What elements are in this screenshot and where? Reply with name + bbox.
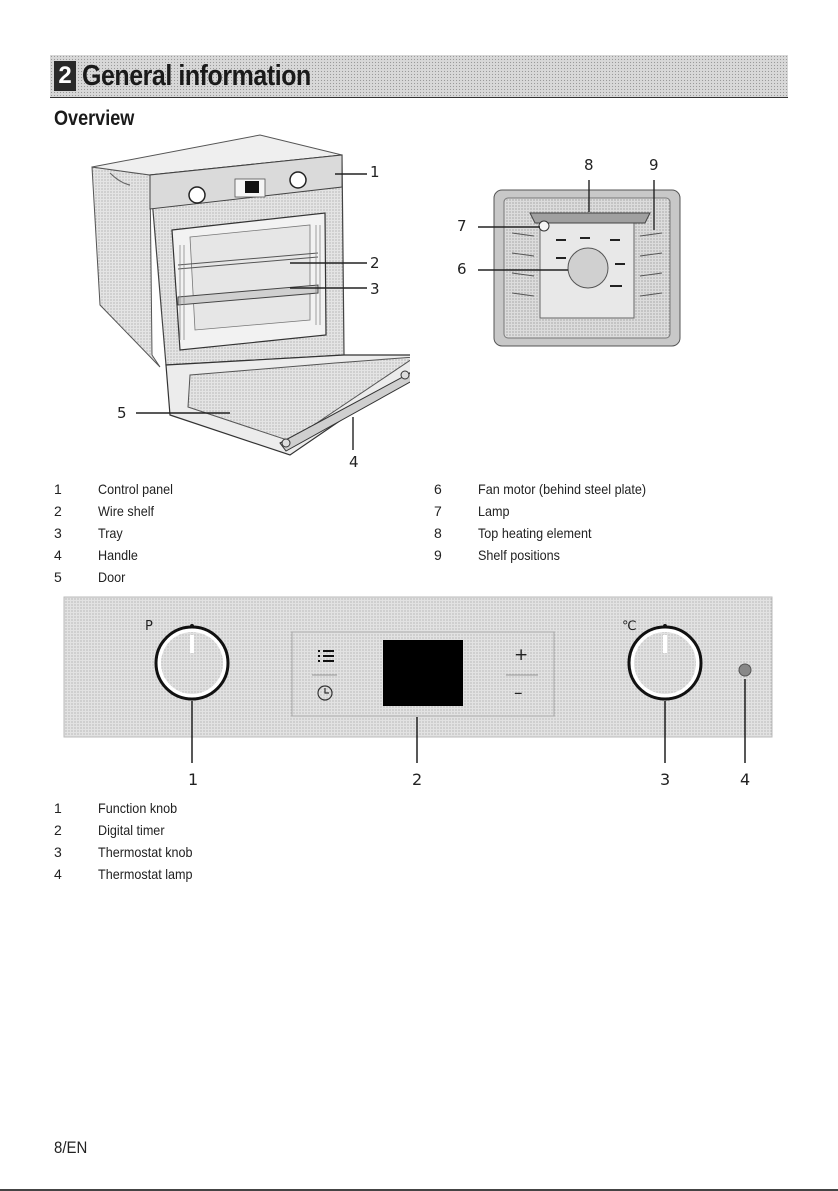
page-number: 8/EN — [54, 1138, 87, 1158]
chapter-header: 2 General information — [50, 55, 788, 98]
timer-plus-button: + — [514, 645, 528, 665]
cavity-callout-9: 9 — [649, 156, 659, 174]
oven-illustration — [80, 125, 410, 470]
oven-cavity-illustration — [470, 178, 685, 348]
cavity-callout-6: 6 — [457, 260, 467, 278]
oven-callout-2: 2 — [370, 254, 380, 272]
chapter-title: General information — [82, 58, 311, 94]
cavity-callout-8: 8 — [584, 156, 594, 174]
panel-callout-2: 2 — [412, 770, 422, 789]
cavity-callout-7: 7 — [457, 217, 467, 235]
control-panel-illustration — [62, 595, 774, 795]
timer-minus-button: – — [514, 683, 523, 703]
parts-legend-left: 1 Control panel 2 Wire shelf 3 Tray 4 Ha… — [54, 478, 394, 593]
oven-callout-5: 5 — [117, 404, 127, 422]
parts-legend-right: 6 Fan motor (behind steel plate) 7 Lamp … — [434, 478, 794, 573]
timer-display — [383, 640, 463, 706]
panel-callout-1: 1 — [188, 770, 198, 789]
panel-callout-4: 4 — [740, 770, 750, 789]
oven-callout-3: 3 — [370, 280, 380, 298]
oven-callout-1: 1 — [370, 163, 380, 181]
function-knob-label: P — [145, 619, 153, 634]
thermostat-knob-label: ℃ — [622, 619, 637, 634]
chapter-number-badge: 2 — [54, 61, 76, 91]
oven-callout-4: 4 — [349, 453, 359, 471]
panel-legend: 1 Function knob 2 Digital timer 3 Thermo… — [54, 797, 394, 892]
panel-callout-3: 3 — [660, 770, 670, 789]
